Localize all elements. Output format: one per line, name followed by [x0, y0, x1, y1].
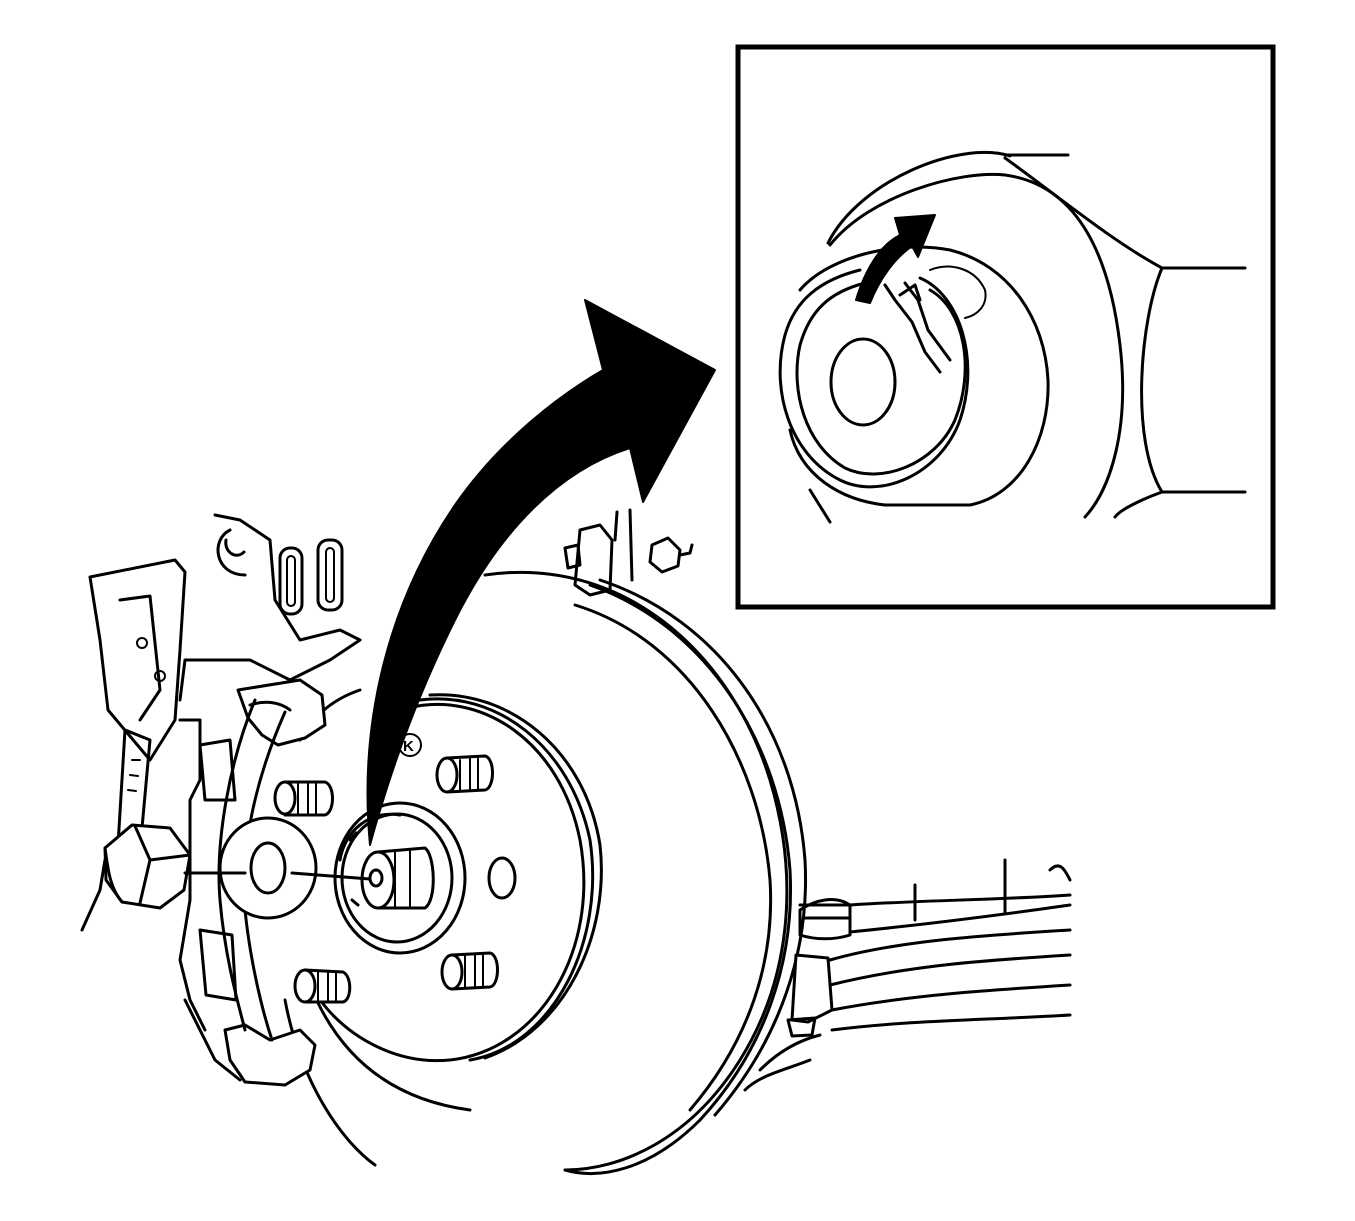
- center-bore: [829, 337, 897, 427]
- axle-shaft-end: [360, 846, 435, 910]
- callout-arrow: [366, 299, 716, 846]
- hub-flange: K: [298, 688, 603, 1063]
- brake-rotor: [283, 570, 808, 1175]
- hub-nut: [103, 823, 192, 910]
- detail-inset: [735, 44, 1276, 610]
- wheel-stud-upper-right: [435, 754, 494, 794]
- assembly-guide-line: [183, 871, 372, 881]
- rotation-arrow: [855, 214, 936, 304]
- caliper-bracket: [217, 678, 327, 1087]
- strut-mount: [563, 508, 694, 597]
- steering-knuckle: [178, 513, 362, 1082]
- lower-control-arm: [743, 858, 1072, 1092]
- wheel-stud-lower-right: [440, 951, 499, 991]
- wheel-stud-upper-left: [273, 780, 334, 817]
- wheel-stud-lower-left: [293, 968, 352, 1004]
- snap-ring: [778, 265, 987, 524]
- rotor-marking: K: [403, 738, 414, 755]
- hub-washer: [218, 816, 318, 920]
